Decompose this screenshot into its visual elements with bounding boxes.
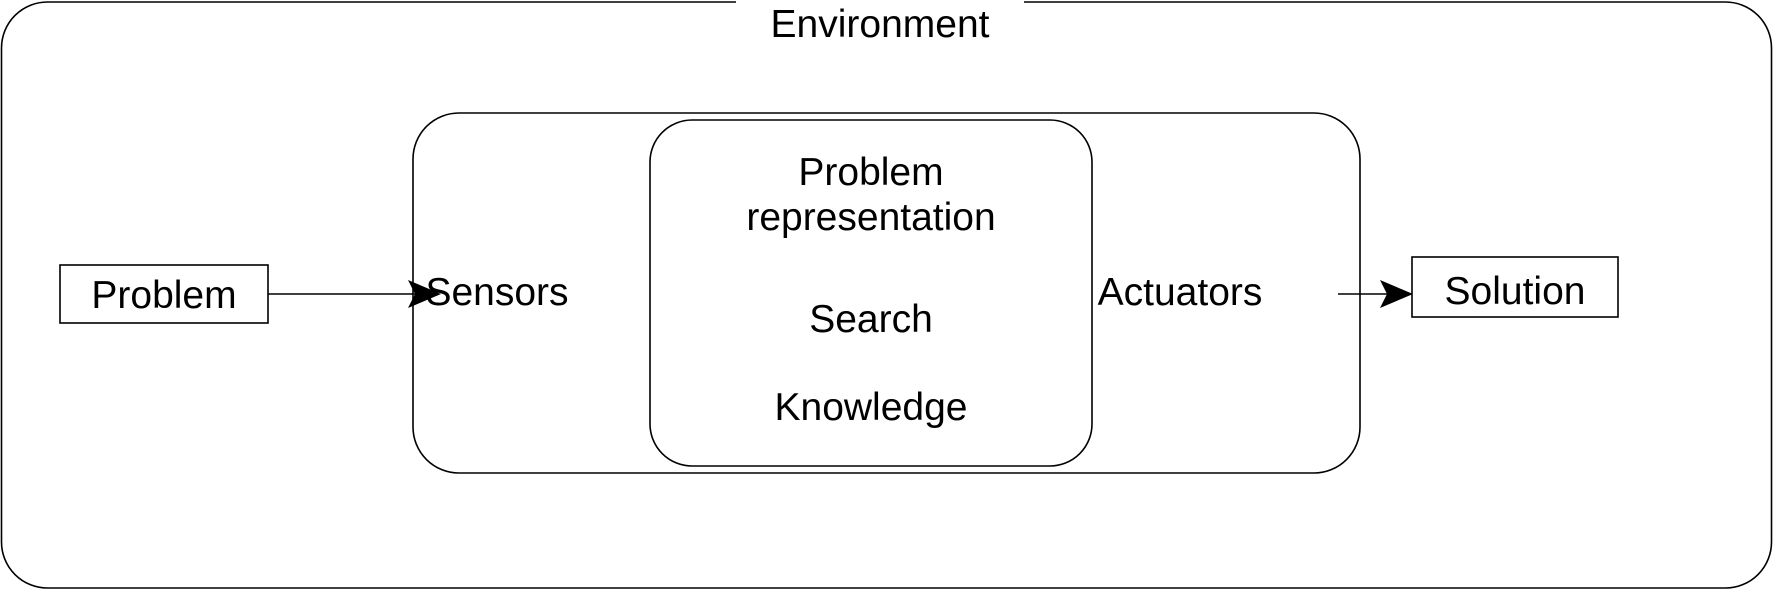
arrowhead-actuators-to-solution (1380, 280, 1413, 308)
solution-output-label: Solution (1445, 270, 1586, 313)
environment-label: Environment (771, 3, 990, 46)
problem-input-label: Problem (91, 274, 236, 317)
core-line-problem-representation-1: Problem (798, 151, 943, 194)
core-line-problem-representation-2: representation (746, 196, 995, 239)
environment-label-mask (736, 0, 1024, 10)
core-line-search: Search (809, 298, 933, 341)
agent-boundary (412, 112, 1361, 474)
problem-input-box (59, 264, 269, 324)
core-line-knowledge: Knowledge (775, 386, 968, 429)
solution-output-box (1411, 256, 1619, 318)
sensors-label: Sensors (425, 271, 568, 314)
arrowhead-problem-to-sensors (408, 280, 441, 308)
actuators-label: Actuators (1098, 271, 1263, 314)
agent-core-boundary (649, 119, 1093, 467)
